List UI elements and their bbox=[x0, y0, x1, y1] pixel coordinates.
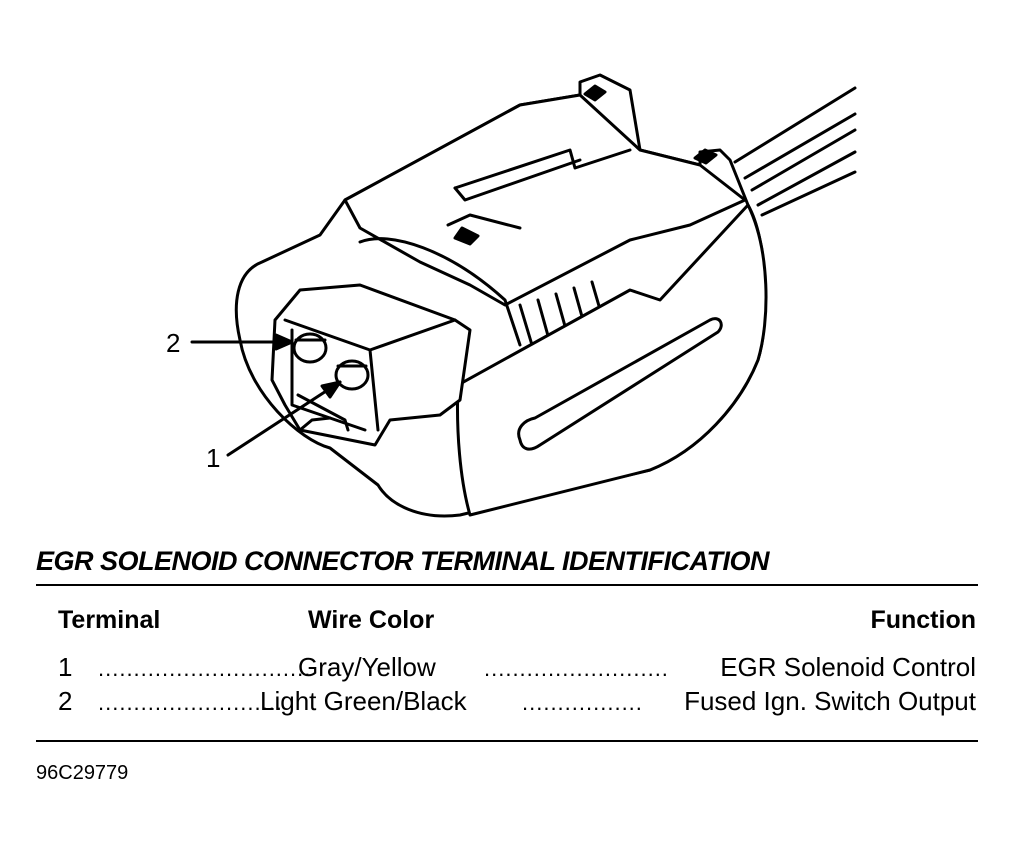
terminal-cavities bbox=[292, 332, 370, 391]
header-wire-color: Wire Color bbox=[308, 606, 435, 634]
row-wire-color: Gray/Yellow bbox=[298, 652, 436, 682]
leader-dots: .......................... bbox=[98, 690, 283, 715]
leader-dots: .............................. bbox=[98, 656, 312, 681]
row-function: Fused Ign. Switch Output bbox=[684, 686, 976, 716]
callout-label-1: 1 bbox=[206, 443, 221, 473]
lock-tab bbox=[343, 93, 747, 307]
row-function: EGR Solenoid Control bbox=[720, 652, 976, 682]
leader-dots: .......................... bbox=[484, 656, 669, 681]
side-sleeve bbox=[456, 203, 768, 517]
callout-label-2: 2 bbox=[166, 328, 181, 358]
row-wire-color: Light Green/Black bbox=[260, 686, 467, 716]
figure-id: 96C29779 bbox=[36, 762, 129, 784]
harness-wires bbox=[733, 86, 857, 217]
header-terminal: Terminal bbox=[58, 606, 161, 634]
callout-arrow-1 bbox=[226, 380, 342, 457]
row-terminal: 2 bbox=[58, 686, 73, 716]
table-title: EGR SOLENOID CONNECTOR TERMINAL IDENTIFI… bbox=[36, 546, 770, 576]
row-terminal: 1 bbox=[58, 652, 73, 682]
bottom-rule bbox=[36, 740, 978, 742]
connector-illustration bbox=[190, 73, 857, 518]
side-slot bbox=[517, 317, 723, 451]
leader-dots: ................. bbox=[522, 690, 643, 715]
callout-arrow-2 bbox=[190, 333, 294, 351]
header-function: Function bbox=[870, 606, 976, 634]
title-rule bbox=[36, 584, 978, 586]
